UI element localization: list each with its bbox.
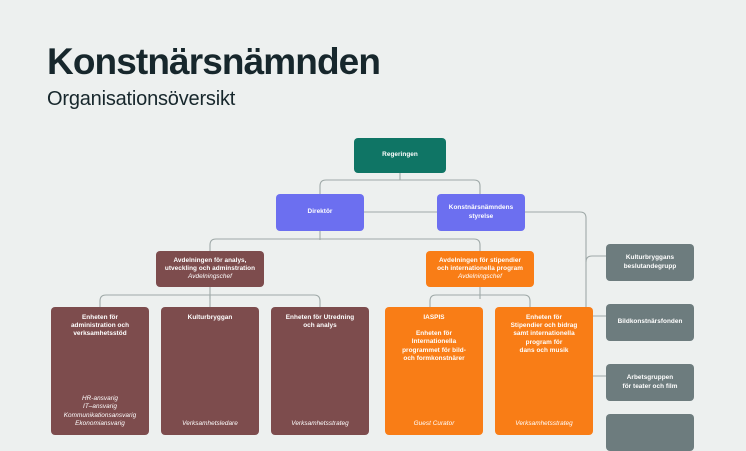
avd-analys-line2: utveckling och adminstration [164, 264, 256, 272]
avd-stipendier-line2: och internationella program [437, 264, 523, 272]
node-direktor[interactable]: Direktör [276, 194, 364, 231]
wire-direktor-to-departments [209, 238, 481, 251]
iaspis-line5: och formkonstnärer [403, 354, 465, 362]
enh-admin-line2: administration och [70, 322, 130, 330]
node-direktor-label: Direktör [307, 208, 333, 216]
node-bildkonstnarsfonden[interactable]: Bildkonstnärsfonden [606, 304, 694, 341]
kulturbryggan-line1: Kulturbryggan [187, 314, 233, 321]
kb-grupp-line2: beslutandegrupp [623, 262, 677, 270]
enh-stip-line4: program för [525, 338, 563, 346]
wire-avd-stipendier-to-units [429, 294, 531, 307]
node-kulturbryggan[interactable]: Kulturbryggan Verksamhetsledare [161, 307, 259, 435]
enh-stip-role1: Verksamhetsstrateg [515, 419, 573, 427]
avd-stipendier-role: Avdelningschef [458, 273, 502, 281]
node-side-group-fourth[interactable] [606, 414, 694, 451]
iaspis-line4: programmet för bild- [402, 346, 466, 354]
iaspis-role1: Guest Curator [413, 419, 455, 427]
arbetsgruppen-line1: Arbetsgruppen [626, 374, 674, 382]
kulturbryggan-role1: Verksamhetsledare [182, 419, 238, 427]
node-enheten-administration[interactable]: Enheten för administration och verksamhe… [51, 307, 149, 435]
node-regeringen-label: Regeringen [382, 151, 418, 159]
org-chart-canvas: Konstnärsnämnden Organisationsöversikt R… [47, 40, 694, 451]
node-enheten-utredning[interactable]: Enheten för Utredning och analys Verksam… [271, 307, 369, 435]
node-kulturbryggans-beslutandegrupp[interactable]: Kulturbryggans beslutandegrupp [606, 244, 694, 281]
page-subtitle: Organisationsöversikt [47, 88, 236, 110]
iaspis-spacer [391, 322, 477, 330]
wire-avd-analys-to-units [99, 294, 321, 307]
node-styrelse[interactable]: Konstnärsnämndens styrelse [437, 194, 525, 231]
enh-admin-role3: Kommunikationsansvarig [63, 411, 137, 419]
enh-stip-line2: Stipendier och bidrag [510, 322, 578, 330]
enh-admin-line1: Enheten för [81, 314, 119, 321]
avd-analys-line1: Avdelningen för analys, [173, 256, 247, 264]
enh-stip-line3: samt internationella [513, 330, 575, 338]
iaspis-line1: IASPIS [423, 314, 445, 321]
enh-utredning-line2: och analys [303, 322, 337, 330]
enh-utredning-role1: Verksamhetsstrateg [291, 419, 349, 427]
kb-grupp-line1: Kulturbryggans [625, 254, 675, 262]
node-enheten-stipendier-bidrag[interactable]: Enheten för Stipendier och bidrag samt i… [495, 307, 593, 435]
node-styrelse-label-line2: styrelse [468, 212, 494, 220]
node-avdelningen-analys[interactable]: Avdelningen för analys, utveckling och a… [156, 251, 264, 287]
enh-utredning-line1: Enheten för Utredning [285, 314, 355, 321]
enh-admin-role4: Ekonomiansvarig [75, 419, 125, 427]
arbetsgruppen-line2: för teater och film [622, 382, 678, 390]
bildkonstnarsfonden-line1: Bildkonstnärsfonden [617, 318, 683, 326]
node-avdelningen-stipendier[interactable]: Avdelningen för stipendier och internati… [426, 251, 534, 287]
avd-stipendier-line1: Avdelningen för stipendier [438, 256, 522, 264]
page-title: Konstnärsnämnden [47, 41, 381, 82]
enh-admin-role1: HR-ansvarig [81, 395, 119, 403]
wire-trunk-to-kulturbryggans-grupp [585, 255, 606, 263]
node-arbetsgruppen-teater-film[interactable]: Arbetsgruppen för teater och film [606, 364, 694, 401]
node-iaspis[interactable]: IASPIS Enheten för Internationella progr… [385, 307, 483, 435]
chart-header: Konstnärsnämnden Organisationsöversikt [47, 40, 381, 112]
avd-analys-role: Avdelningschef [188, 273, 232, 281]
node-regeringen[interactable]: Regeringen [354, 138, 446, 173]
node-styrelse-label-line1: Konstnärsnämndens [448, 204, 514, 212]
enh-admin-line3: verksamhetsstöd [73, 330, 127, 338]
enh-stip-line1: Enheten för [525, 314, 563, 321]
enh-admin-role2: IT–ansvarig [83, 403, 117, 411]
iaspis-line2: Enheten för [415, 330, 453, 338]
iaspis-line3: Internationella [411, 338, 457, 346]
enh-stip-line5: dans och musik [519, 346, 569, 354]
